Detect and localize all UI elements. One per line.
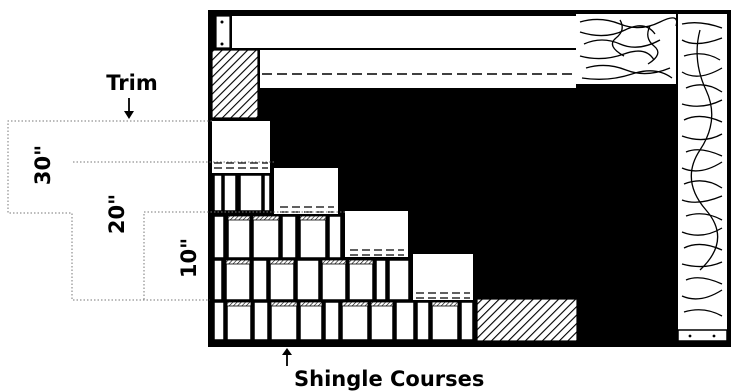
course-label-second: Second Course [414,222,607,246]
wall-section [208,10,731,347]
svg-text:First Course: First Course [494,260,638,284]
wood-grain-board [576,14,728,342]
svg-text:Fourth Course: Fourth Course [294,132,461,156]
shingle-strips [212,121,578,342]
course-label-third: Third Course [344,178,517,202]
course-label-first: First Course [476,260,638,284]
trim-label: Trim [106,71,157,95]
tab-hatch-caps [225,215,459,307]
measure-30-label: 30" [31,145,55,185]
trim-arrow [124,98,134,119]
shingle-courses-arrow [282,348,292,366]
svg-text:Second Course: Second Course [432,222,607,246]
measure-guides [7,120,345,301]
course-label-fourth: Fourth Course [276,132,461,156]
svg-text:Third Course: Third Course [366,178,517,202]
measure-10-label: 10" [177,238,201,278]
trim-board [211,15,576,119]
measure-20-label: 20" [105,194,129,234]
shingle-courses-label: Shingle Courses [294,367,484,391]
